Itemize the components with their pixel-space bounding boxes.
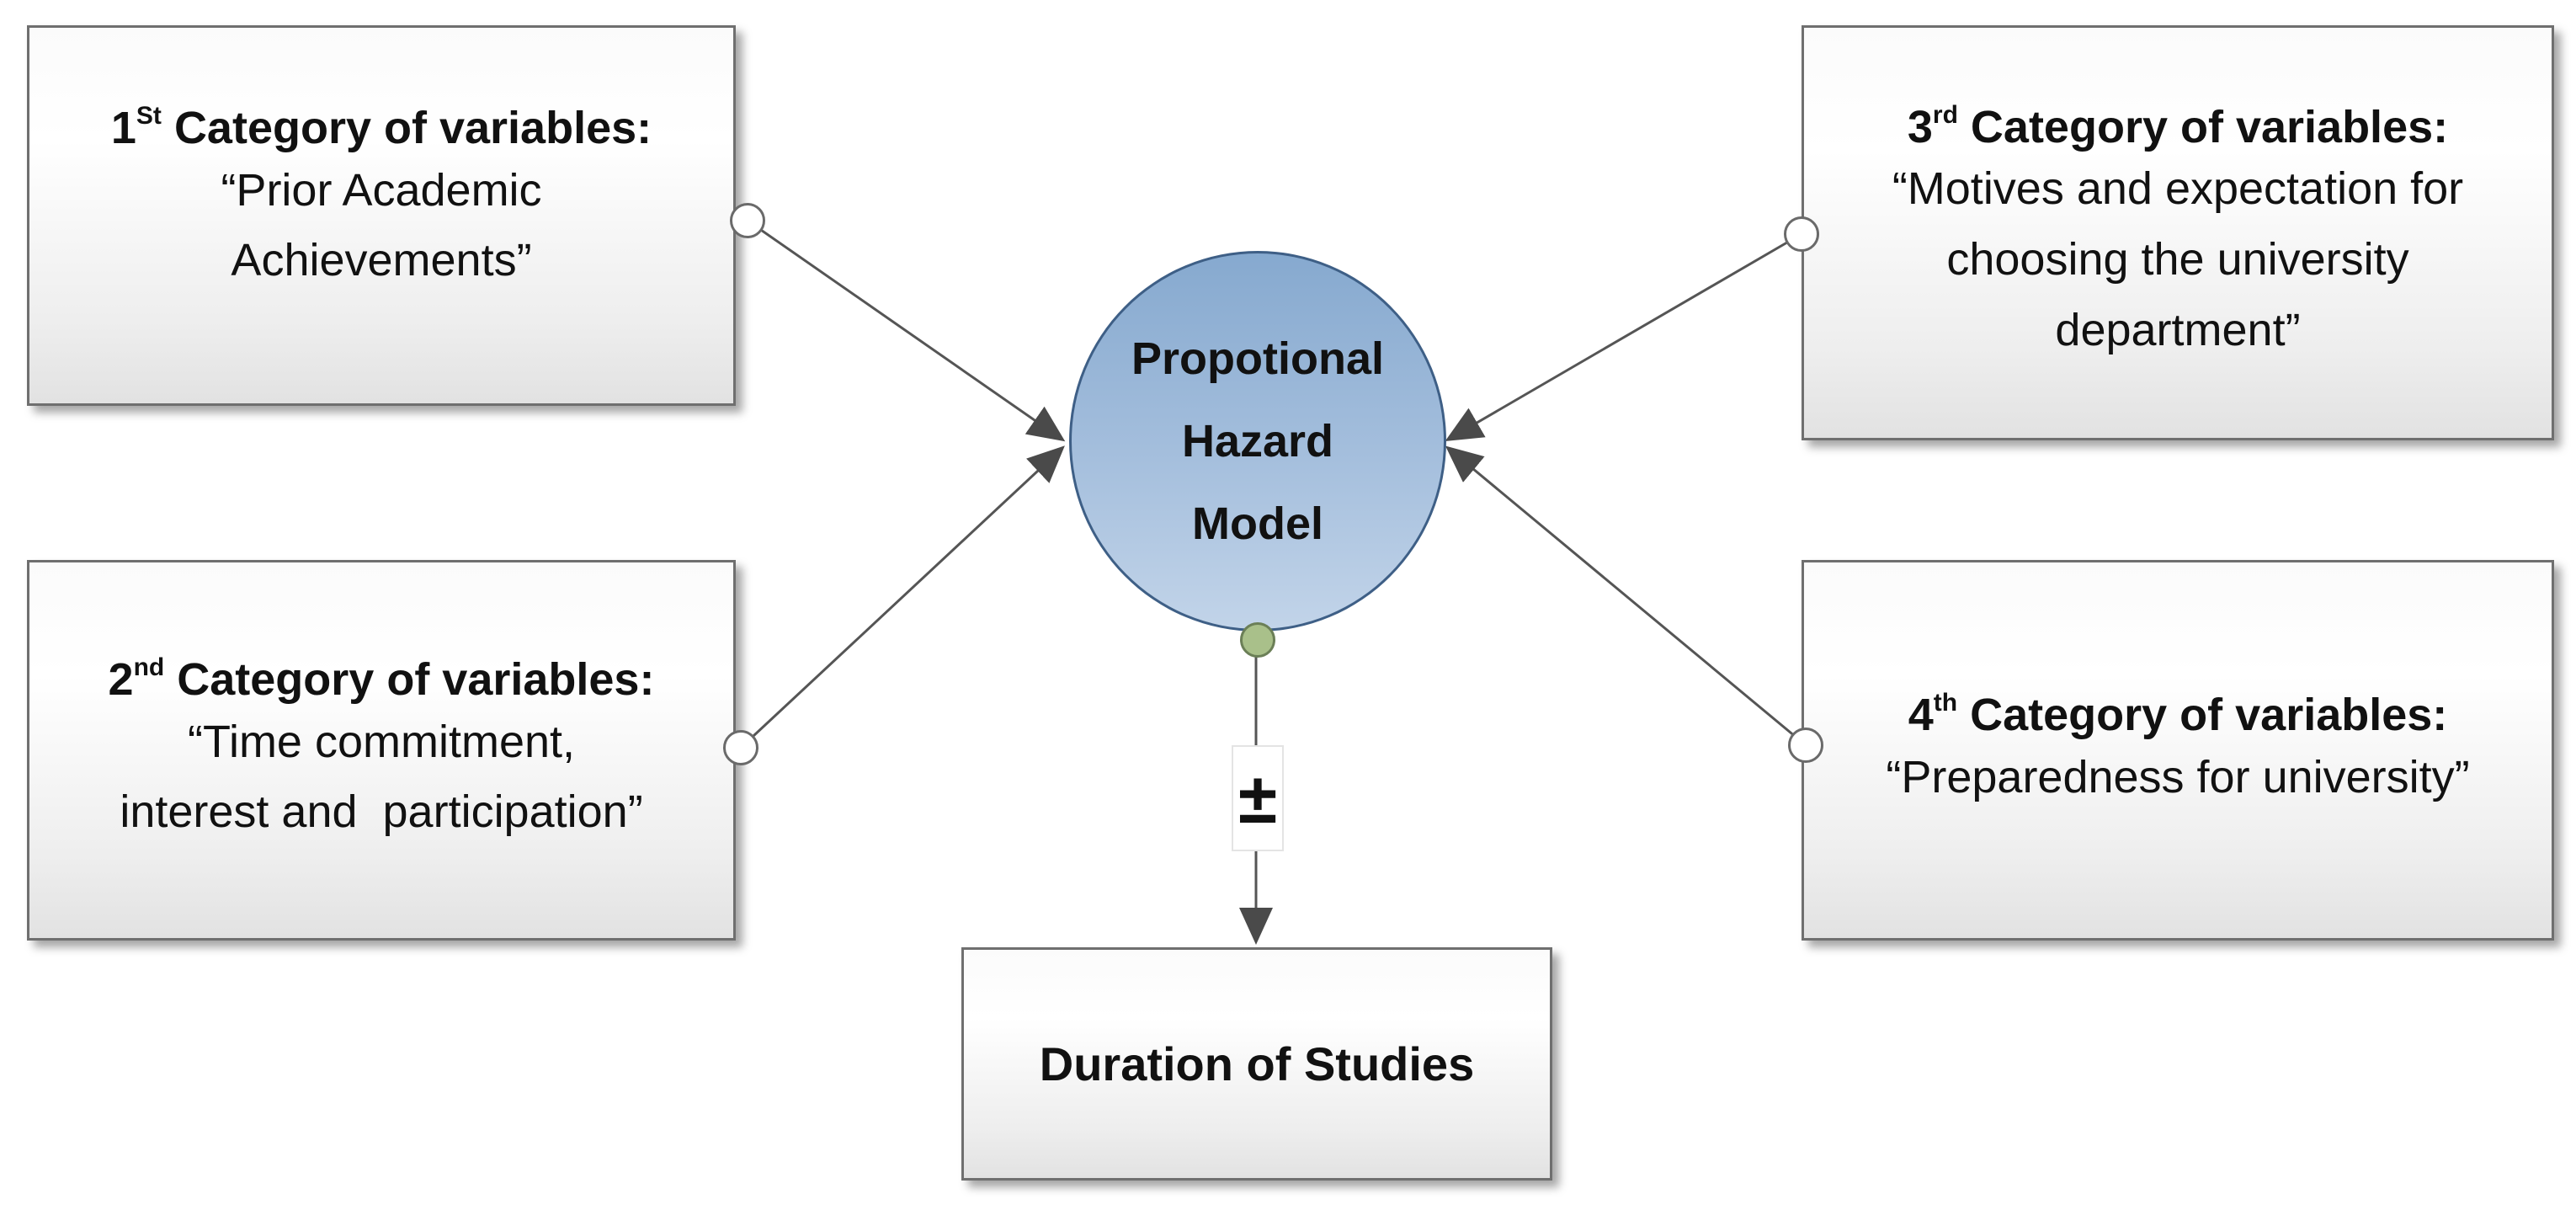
category-3-box: 3rd Category of variables: “Motives and …	[1802, 25, 2554, 440]
connector-cat3-to-model	[1445, 232, 1802, 442]
connector-port-cat1	[730, 203, 765, 238]
connector-port-cat3	[1784, 216, 1819, 252]
hazard-model-node: Propotional Hazard Model	[1069, 251, 1446, 632]
category-2-title: 2nd Category of variables:	[108, 653, 655, 705]
category-2-description-line-1: “Time commitment,	[187, 716, 576, 767]
model-label-line-1: Propotional	[1131, 333, 1384, 384]
category-3-description-line-2: choosing the university	[1946, 234, 2409, 285]
category-1-description-line-2: Achievements”	[231, 235, 532, 286]
category-3-title: 3rd Category of variables:	[1907, 100, 2449, 152]
category-1-title: 1St Category of variables:	[110, 101, 652, 153]
connector-port-cat2	[723, 730, 758, 765]
connector-cat1-to-model	[747, 219, 1066, 442]
category-3-description-line-1: “Motives and expectation for	[1892, 163, 2464, 215]
category-2-description-line-2: interest and participation”	[120, 786, 643, 838]
model-label-line-3: Model	[1192, 498, 1323, 549]
category-2-box: 2nd Category of variables: “Time commitm…	[27, 560, 736, 941]
connector-port-model-output	[1240, 622, 1275, 658]
outcome-label: Duration of Studies	[1039, 1037, 1475, 1090]
category-4-description-line-1: “Preparedness for university”	[1886, 751, 2470, 802]
connector-port-cat4	[1788, 728, 1823, 763]
connector-cat2-to-model	[739, 445, 1065, 749]
category-1-description-line-1: “Prior Academic	[221, 164, 542, 216]
category-1-box: 1St Category of variables: “Prior Academ…	[27, 25, 736, 406]
category-3-description-line-3: department”	[2055, 304, 2301, 355]
effect-sign-label: ±	[1232, 745, 1284, 851]
outcome-box: Duration of Studies	[961, 947, 1552, 1181]
category-4-box: 4th Category of variables: “Preparedness…	[1802, 560, 2554, 941]
category-4-title: 4th Category of variables:	[1908, 688, 2448, 740]
connector-cat4-to-model	[1445, 445, 1807, 747]
model-label-line-2: Hazard	[1181, 416, 1334, 466]
